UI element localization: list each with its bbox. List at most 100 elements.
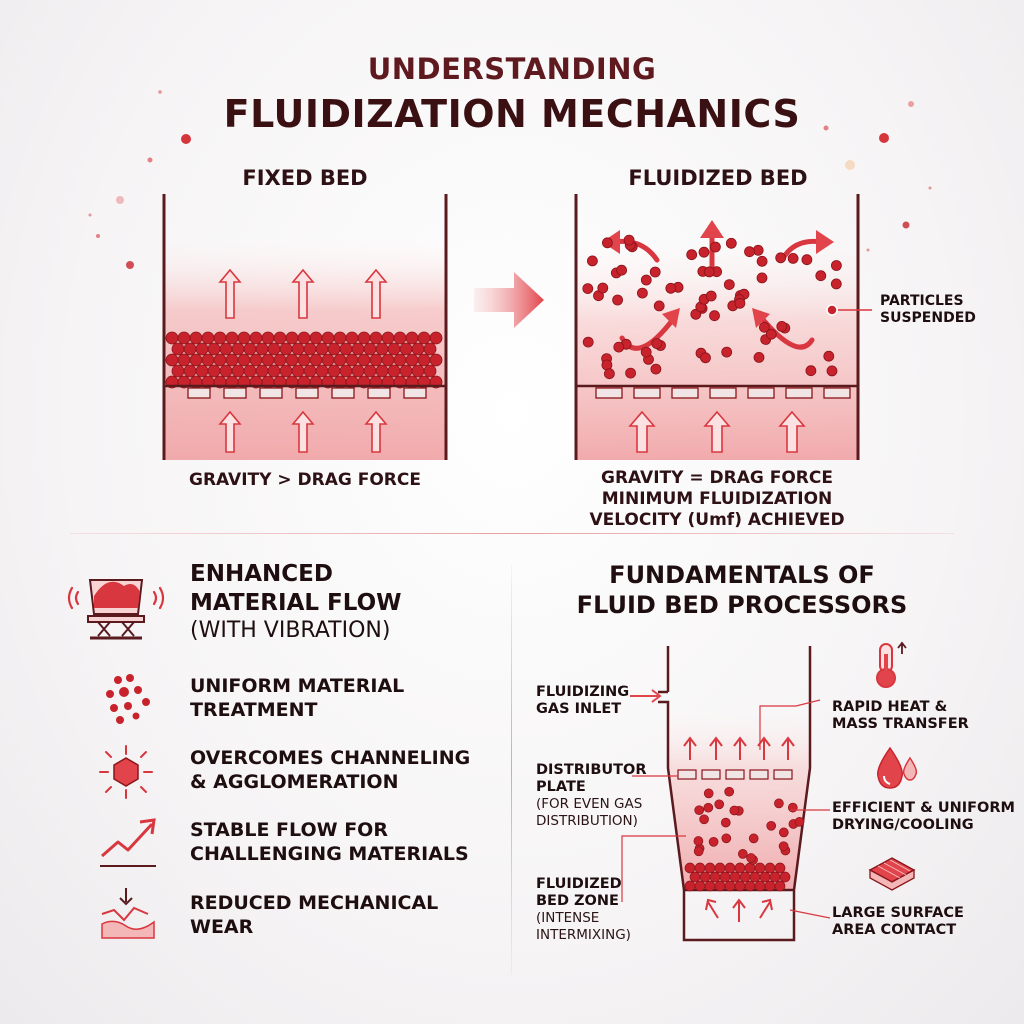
particle	[744, 880, 756, 892]
benefit-item-4-line-1: REDUCED MECHANICAL	[190, 892, 439, 914]
particle	[703, 788, 714, 799]
particle	[815, 270, 827, 282]
particle	[616, 264, 627, 276]
bed-zone-line-4: INTERMIXING)	[536, 927, 631, 943]
particle	[724, 862, 736, 874]
particle	[255, 364, 269, 378]
particle	[405, 331, 419, 345]
particle	[195, 342, 209, 356]
particle	[225, 331, 239, 345]
particle	[704, 880, 716, 892]
particle	[279, 342, 293, 356]
particle	[321, 353, 335, 367]
callout-line-1: PARTICLES	[880, 293, 964, 309]
particle	[612, 294, 623, 306]
particle	[237, 353, 251, 367]
particle	[769, 871, 781, 883]
particle	[725, 237, 737, 249]
particle	[309, 353, 323, 367]
particle	[665, 282, 677, 294]
particle	[165, 331, 179, 345]
particle	[637, 287, 648, 299]
particle	[195, 364, 209, 378]
fluidized-bed-title: FLUIDIZED BED	[628, 166, 808, 190]
particle	[345, 353, 359, 367]
heat-transfer-label: RAPID HEAT & MASS TRANSFER	[832, 699, 969, 733]
particle	[393, 353, 407, 367]
particle	[779, 871, 791, 883]
particle	[297, 353, 311, 367]
transition-arrow-icon	[474, 272, 544, 328]
particle	[723, 279, 735, 290]
particle	[315, 342, 329, 356]
particle	[704, 862, 716, 874]
decorative-sparkles	[88, 90, 932, 269]
fluidized-bed-diagram	[574, 194, 872, 460]
particle	[291, 364, 305, 378]
particle	[625, 367, 636, 379]
particle	[749, 871, 761, 883]
particle	[207, 342, 221, 356]
particle	[699, 814, 709, 825]
bed-zone-line-1: FLUIDIZED	[536, 876, 622, 892]
particle	[171, 364, 185, 378]
particle	[582, 283, 594, 294]
particle	[399, 342, 413, 356]
particle	[267, 364, 281, 378]
particle	[255, 342, 269, 356]
particle	[787, 802, 798, 813]
benefit-item-2-line-2: & AGGLOMERATION	[190, 771, 399, 793]
particle	[303, 342, 317, 356]
drying-label: EFFICIENT & UNIFORM DRYING/COOLING	[832, 800, 1015, 834]
particle	[249, 331, 263, 345]
particle	[613, 341, 625, 353]
particle	[249, 353, 263, 367]
particle	[826, 365, 838, 377]
gas-inlet-label: FLUIDIZING GAS INLET	[536, 684, 629, 718]
particle	[165, 353, 179, 367]
particle	[729, 871, 741, 883]
particle	[231, 364, 245, 378]
heat-line-2: MASS TRANSFER	[832, 716, 969, 732]
callout-line-2: SUSPENDED	[880, 310, 976, 326]
fixed-bed-title: FIXED BED	[242, 166, 368, 190]
fixed-bed-diagram	[162, 194, 448, 460]
particle	[640, 274, 652, 286]
particle	[381, 331, 395, 345]
particle	[708, 836, 719, 847]
particle	[207, 364, 221, 378]
particle	[231, 342, 245, 356]
particle	[714, 862, 726, 874]
particle	[690, 308, 702, 320]
particle	[183, 342, 197, 356]
particle	[694, 805, 705, 816]
particle	[764, 880, 776, 892]
heat-line-1: RAPID HEAT &	[832, 699, 948, 715]
particle	[423, 342, 437, 356]
particle	[709, 241, 721, 253]
particle	[721, 833, 732, 844]
particle	[375, 364, 389, 378]
particle	[686, 249, 698, 261]
particle	[729, 805, 740, 816]
particle	[345, 331, 359, 345]
particle	[285, 331, 299, 345]
particle	[351, 342, 365, 356]
particle	[694, 880, 706, 892]
particle	[351, 364, 365, 378]
particle	[756, 255, 768, 267]
particle	[649, 266, 661, 278]
particle	[714, 880, 726, 892]
particle	[744, 246, 755, 258]
particle	[387, 364, 401, 378]
particle	[333, 331, 347, 345]
particle	[653, 300, 665, 312]
caption-line-2: MINIMUM FLUIDIZATION	[601, 489, 833, 509]
fundamentals-title-line-1: FUNDAMENTALS OF	[609, 561, 875, 589]
particle	[774, 798, 784, 809]
water-drops-icon	[877, 746, 918, 789]
particle	[369, 353, 383, 367]
main-title: FLUIDIZATION MECHANICS	[223, 92, 801, 136]
distributor-line-2: PLATE	[536, 779, 586, 795]
particle	[189, 353, 203, 367]
